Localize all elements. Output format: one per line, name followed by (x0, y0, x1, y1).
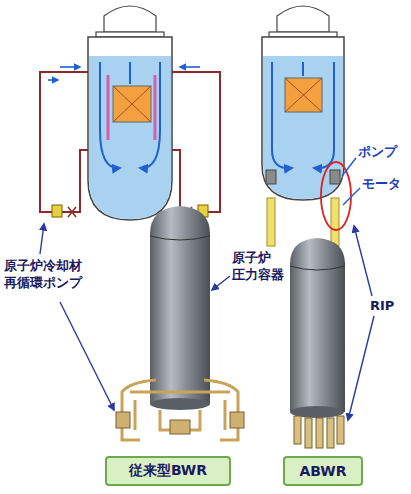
abwr-vessel-3d (290, 238, 345, 448)
part-label: 原子炉 圧力容器 (232, 250, 284, 284)
type-label-box: 従来型BWR (105, 456, 231, 486)
bwr-schematic (40, 6, 220, 220)
part-label: モータ (362, 176, 401, 193)
leader-lines (40, 224, 374, 420)
type-label-box: ABWR (283, 456, 363, 486)
part-label: 原子炉冷却材 再循環ポンプ (4, 258, 82, 292)
abwr-schematic (262, 6, 360, 246)
bwr-vessel-3d (116, 206, 244, 440)
box-text: ABWR (300, 463, 347, 479)
part-label: ポンプ (358, 144, 397, 161)
box-text: 従来型BWR (129, 462, 207, 480)
callout-label: RIP (370, 298, 394, 315)
